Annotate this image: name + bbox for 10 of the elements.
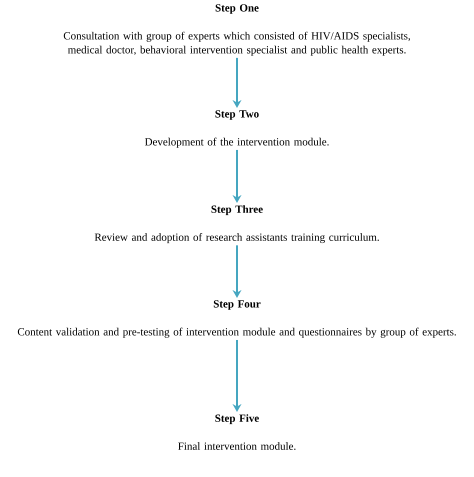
- step-description: Final intervention module.: [178, 442, 296, 450]
- step-heading: Step Three: [212, 205, 263, 216]
- step-heading: Step Five: [215, 414, 259, 424]
- step-heading: Step Four: [214, 300, 260, 310]
- step-description: Development of the intervention module.: [144, 138, 329, 148]
- step-description: Review and adoption of research assistants training curriculum.: [94, 233, 379, 244]
- step-description: Content validation and pre-testing of intervention module and questionnaires by group of experts.: [18, 328, 456, 338]
- step-heading: Step One: [216, 4, 259, 14]
- step-description: Consultation with group of experts which consisted of HIV/AIDS specialists, medical doctor, behavioral intervention specialist and public health experts.: [64, 32, 410, 56]
- step-heading: Step Two: [215, 110, 259, 120]
